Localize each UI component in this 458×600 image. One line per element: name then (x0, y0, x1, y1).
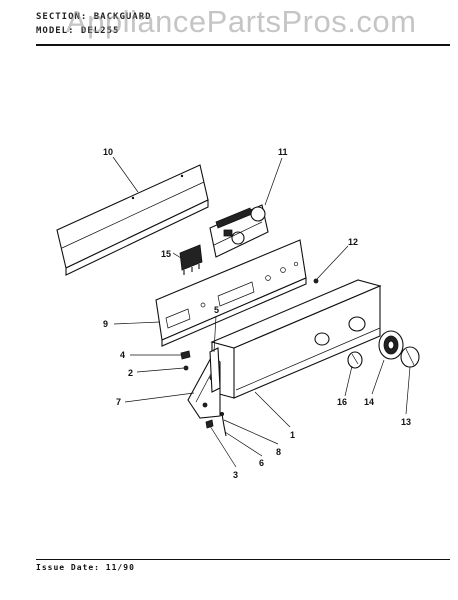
part-3-screw (205, 419, 214, 429)
part-13-knob (400, 346, 420, 368)
callout-11: 11 (278, 147, 288, 157)
callout-16: 16 (337, 397, 347, 407)
callout-4: 4 (120, 350, 125, 360)
callout-14: 14 (364, 397, 374, 407)
callout-12: 12 (348, 237, 358, 247)
callouts: 10 11 15 12 9 5 4 2 7 16 14 1 8 13 6 3 (103, 147, 411, 480)
part-9-console-panel (155, 239, 307, 347)
callout-1: 1 (290, 430, 295, 440)
section-title: SECTION: BACKGUARD (36, 12, 152, 22)
footer-rule (36, 559, 450, 560)
model-number: MODEL: DEL255 (36, 26, 120, 36)
part-8-screw (219, 411, 225, 427)
callout-15: 15 (161, 249, 171, 259)
part-15-switch (179, 244, 203, 275)
callout-5: 5 (214, 305, 219, 315)
callout-10: 10 (103, 147, 113, 157)
part-10-rear-panel (56, 164, 209, 276)
part-11-control-assembly (209, 204, 269, 258)
leader-lines (112, 156, 411, 468)
watermark: AppliancePartsPros.com (66, 4, 417, 39)
callout-9: 9 (103, 319, 108, 329)
part-5-strip (209, 347, 221, 393)
callout-13: 13 (401, 417, 411, 427)
part-12-screw (313, 278, 319, 284)
header-rule (36, 44, 450, 46)
callout-6: 6 (259, 458, 264, 468)
part-14-dial (378, 330, 404, 360)
part-4-clip (180, 350, 191, 360)
part-6-screw (223, 425, 227, 437)
part-16-knob (347, 351, 363, 369)
callout-2: 2 (128, 368, 133, 378)
callout-8: 8 (276, 447, 281, 457)
callout-3: 3 (233, 470, 238, 480)
callout-7: 7 (116, 397, 121, 407)
issue-date: Issue Date: 11/90 (36, 563, 135, 572)
part-2-clip (183, 365, 189, 371)
part-1-front-console (210, 279, 382, 399)
